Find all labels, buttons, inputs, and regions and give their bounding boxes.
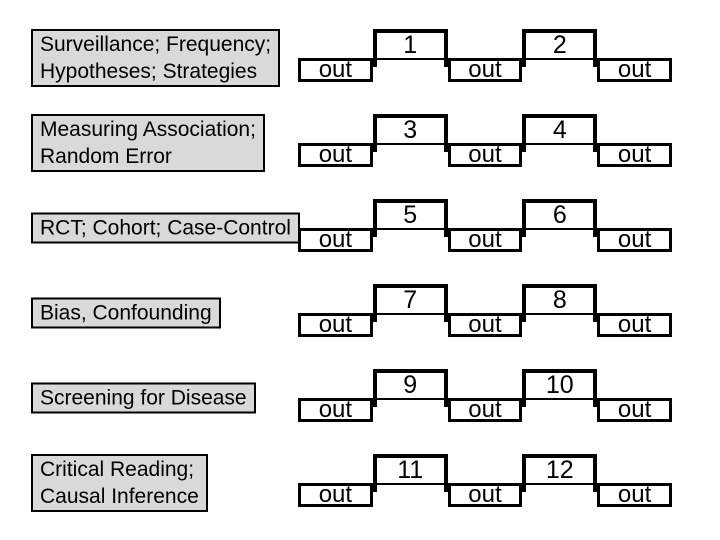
timeline-wave: out 1 out 2 out	[298, 29, 672, 82]
interval-number: 2	[552, 30, 567, 59]
out-label: out	[617, 396, 652, 423]
session-label: Screening for Disease	[31, 382, 256, 414]
out-label: out	[617, 56, 652, 83]
timeline-wave: out 11 out 12 out	[298, 454, 672, 507]
interval-number: 5	[403, 200, 418, 229]
out-label: out	[468, 141, 502, 168]
interval-bracket: 3	[372, 114, 448, 152]
interval-bracket: 8	[522, 284, 598, 322]
interval-number: 9	[403, 370, 418, 399]
timeline-wave: out 7 out 8 out	[298, 284, 672, 337]
out-label: out	[468, 226, 502, 253]
interval-bracket: 4	[522, 114, 598, 152]
out-box: out	[447, 311, 523, 338]
out-box: out	[298, 58, 373, 82]
out-box: out	[447, 396, 523, 423]
interval-bracket: 12	[522, 454, 598, 492]
out-label: out	[468, 396, 502, 423]
out-box: out	[298, 143, 373, 167]
interval-number: 6	[552, 200, 567, 229]
interval-bracket: 5	[372, 199, 448, 237]
out-box: out	[447, 141, 523, 168]
out-label: out	[318, 396, 353, 423]
session-label: Critical Reading; Causal Inference	[31, 454, 208, 512]
interval-bracket: 6	[522, 199, 598, 237]
out-box: out	[298, 398, 373, 422]
out-label: out	[617, 311, 652, 338]
interval-number: 10	[545, 370, 574, 399]
out-label: out	[617, 141, 652, 168]
interval-number: 1	[403, 30, 418, 59]
timeline-wave: out 5 out 6 out	[298, 199, 672, 252]
out-label: out	[468, 56, 502, 83]
interval-number: 7	[403, 285, 418, 314]
out-label: out	[318, 311, 353, 338]
session-label: Bias, Confounding	[31, 297, 221, 329]
out-label: out	[617, 226, 652, 253]
interval-number: 8	[552, 285, 567, 314]
out-box: out	[447, 56, 523, 83]
interval-bracket: 1	[372, 29, 448, 67]
out-label: out	[318, 141, 353, 168]
interval-bracket: 7	[372, 284, 448, 322]
out-label: out	[617, 481, 652, 508]
out-box: out	[597, 58, 672, 82]
out-box: out	[298, 313, 373, 337]
interval-number: 11	[397, 455, 424, 484]
interval-number: 3	[403, 115, 418, 144]
interval-number: 4	[552, 115, 567, 144]
out-box: out	[298, 228, 373, 252]
out-box: out	[597, 398, 672, 422]
out-label: out	[318, 226, 353, 253]
out-label: out	[468, 311, 502, 338]
out-box: out	[447, 226, 523, 253]
timeline-wave: out 3 out 4 out	[298, 114, 672, 167]
session-label: Measuring Association; Random Error	[31, 114, 265, 172]
session-label: RCT; Cohort; Case-Control	[31, 212, 300, 244]
timeline-wave: out 9 out 10 out	[298, 369, 672, 422]
interval-bracket: 10	[522, 369, 598, 407]
interval-number: 12	[545, 455, 574, 484]
out-box: out	[298, 483, 373, 507]
out-label: out	[468, 481, 502, 508]
interval-bracket: 9	[372, 369, 448, 407]
interval-bracket: 2	[522, 29, 598, 67]
interval-bracket: 11	[372, 454, 448, 492]
out-box: out	[447, 481, 523, 508]
out-label: out	[318, 481, 353, 508]
session-label: Surveillance; Frequency; Hypotheses; Str…	[31, 29, 281, 87]
out-box: out	[597, 483, 672, 507]
out-box: out	[597, 313, 672, 337]
out-label: out	[318, 56, 353, 83]
out-box: out	[597, 143, 672, 167]
out-box: out	[597, 228, 672, 252]
